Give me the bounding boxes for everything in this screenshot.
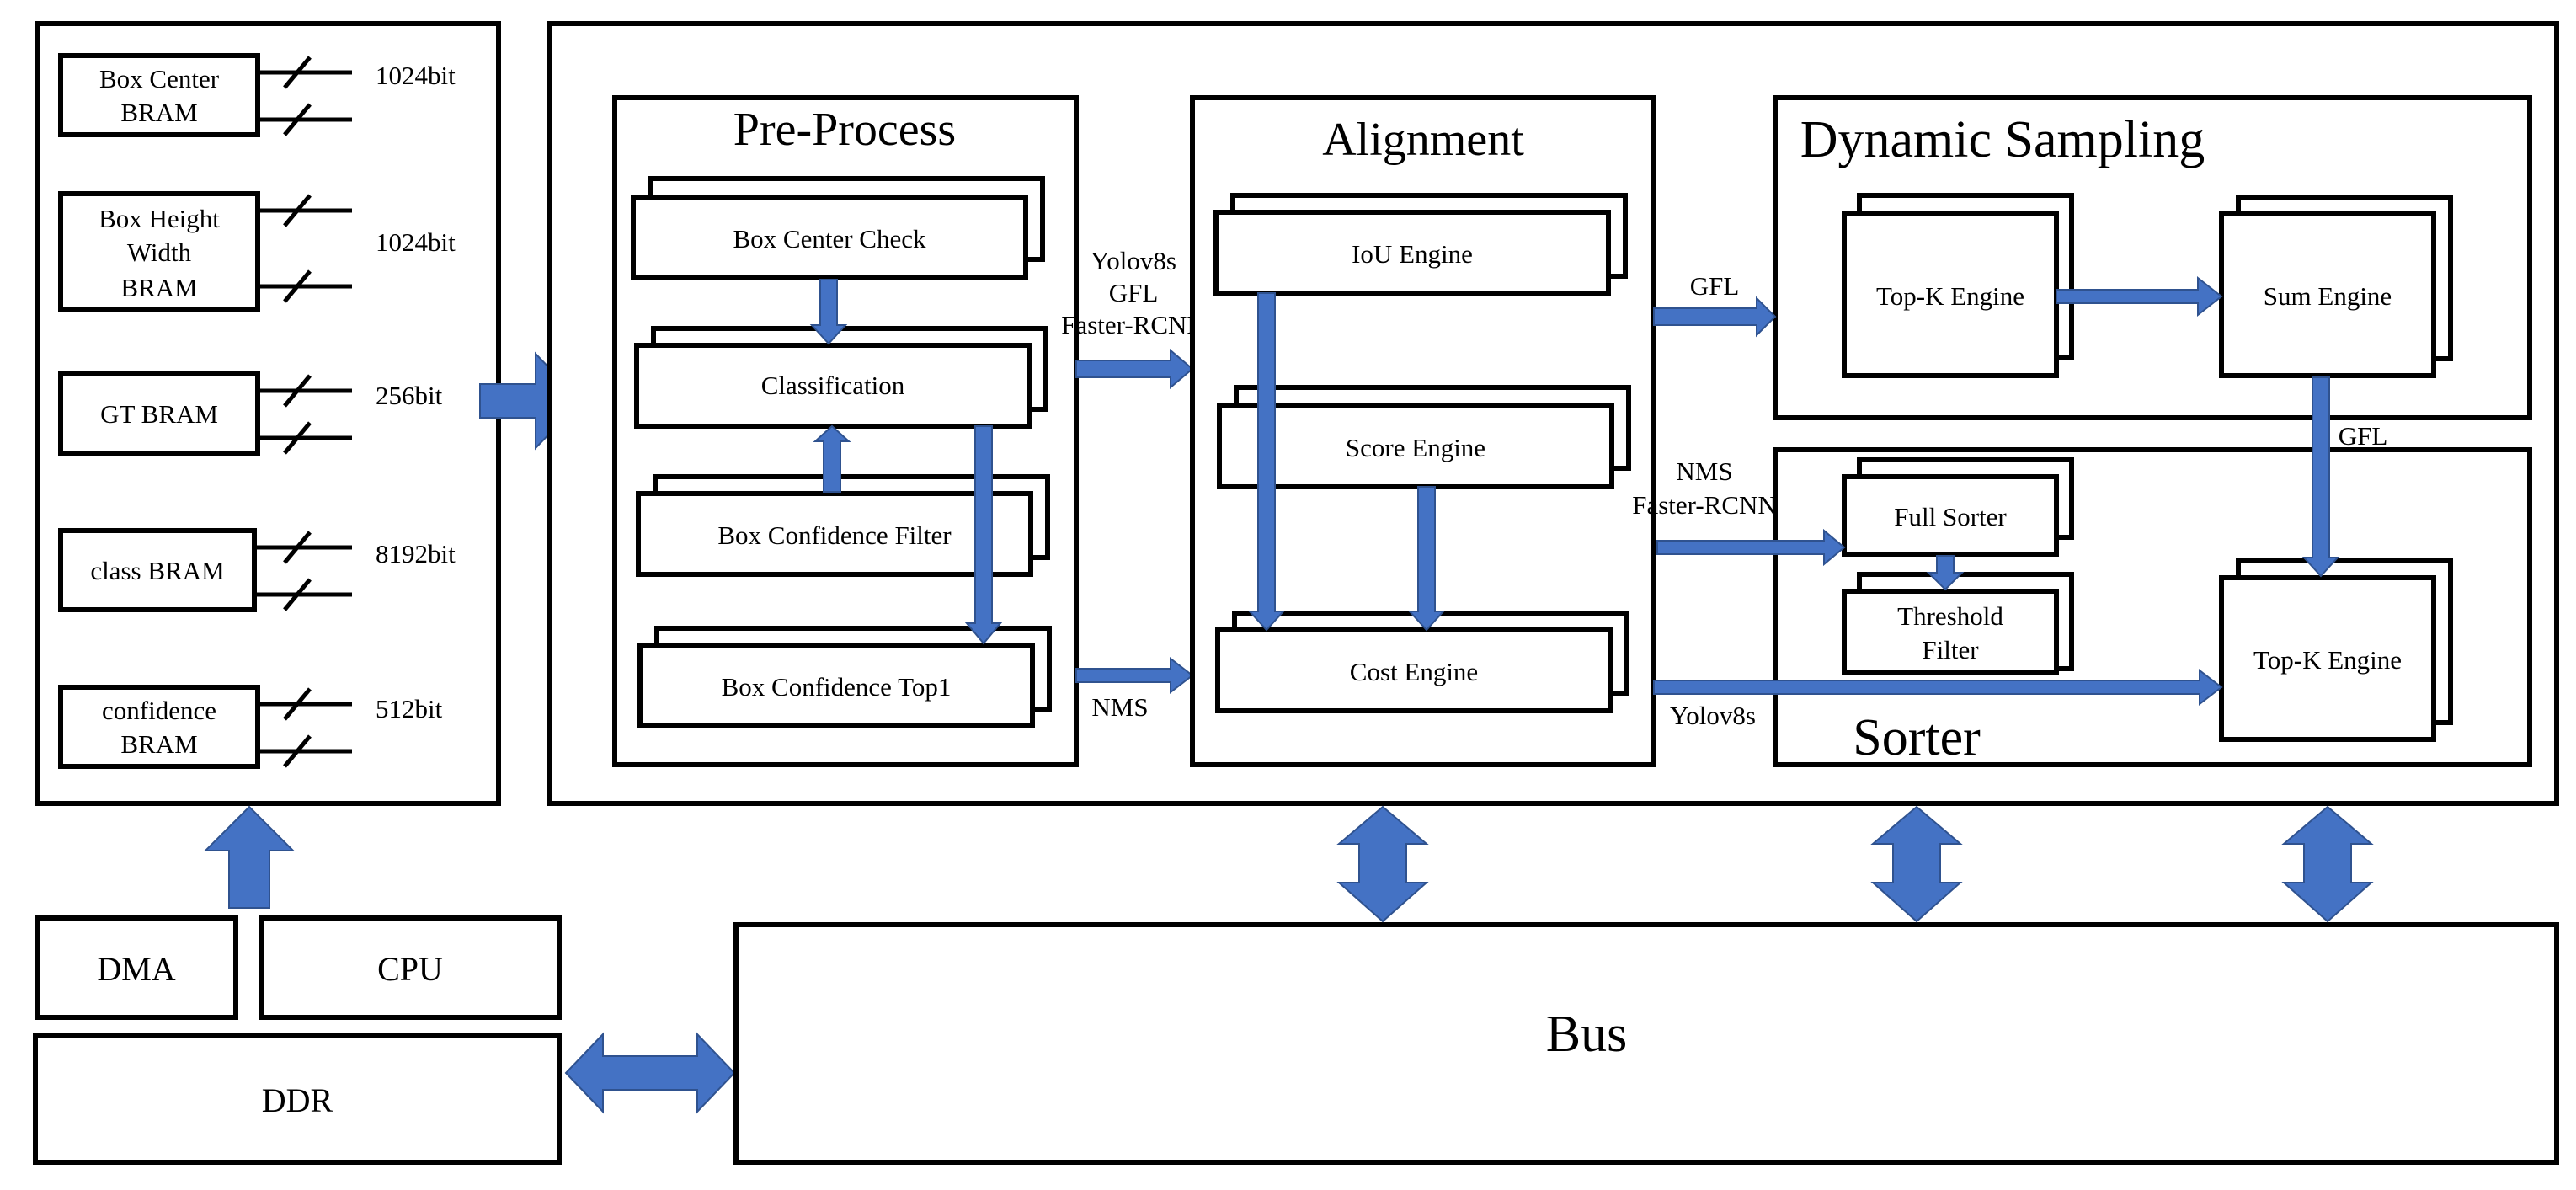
bram-box-center-label-2: BRAM bbox=[120, 98, 197, 127]
cpu-block bbox=[259, 915, 562, 1020]
classification-to-top1-arrow bbox=[964, 425, 1003, 645]
bus-width-slash bbox=[283, 687, 312, 721]
dyn-topk-engine-block bbox=[1842, 211, 2059, 378]
alignment-bus-double-arrow bbox=[1336, 805, 1429, 923]
bus-label: Bus bbox=[1546, 1006, 1627, 1063]
filter-to-classification-arrow bbox=[813, 424, 851, 493]
bus-width-slash bbox=[283, 56, 312, 89]
bram-gt: GT BRAM 256bit bbox=[58, 371, 443, 456]
align-to-sorter-label-1: NMS bbox=[1676, 456, 1732, 486]
bus-block bbox=[733, 922, 2559, 1165]
bram-confidence-block bbox=[58, 685, 260, 769]
bram-gt-width: 256bit bbox=[376, 381, 443, 410]
sorter-topk-engine-block bbox=[2219, 575, 2436, 742]
pre-to-align-lower-label: NMS bbox=[1091, 692, 1148, 722]
pre-to-align-upper-label-1: Yolov8s bbox=[1091, 246, 1176, 275]
bram-box-center: Box Center BRAM 1024bit bbox=[58, 53, 456, 137]
bus-width-slash bbox=[283, 531, 312, 564]
threshold-filter-label-2: Filter bbox=[1922, 635, 1979, 664]
sorter-bus-double-arrow bbox=[1870, 805, 1963, 923]
bus-width-slash bbox=[283, 734, 312, 768]
sorter-title: Sorter bbox=[1853, 709, 1981, 766]
ddr-label: DDR bbox=[262, 1081, 333, 1119]
iou-engine-label: IoU Engine bbox=[1352, 239, 1473, 269]
bram-class-label: class BRAM bbox=[90, 556, 224, 585]
full-sorter-block bbox=[1842, 474, 2059, 557]
bram-box-center-label-1: Box Center bbox=[99, 64, 220, 93]
sorter-topk-engine-label: Top-K Engine bbox=[2253, 645, 2402, 675]
bram-confidence-label-1: confidence bbox=[102, 696, 216, 725]
bram-box-height-width: Box Height Width BRAM 1024bit bbox=[58, 191, 456, 312]
bram-box-center-block bbox=[58, 53, 260, 137]
topk-to-sum-arrow bbox=[2056, 275, 2223, 318]
pre-to-align-upper-arrow bbox=[1075, 348, 1194, 390]
bram-box-height-width-width: 1024bit bbox=[376, 227, 456, 257]
iou-engine-block bbox=[1213, 210, 1611, 296]
full-sorter-label: Full Sorter bbox=[1894, 502, 2007, 531]
align-to-topk-label: Yolov8s bbox=[1670, 701, 1756, 730]
dma-to-bram-arrow bbox=[203, 805, 296, 909]
ddr-block bbox=[33, 1033, 562, 1165]
bus-width-slash bbox=[283, 578, 312, 611]
bus-width-slash bbox=[283, 103, 312, 136]
topk-bus-double-arrow bbox=[2281, 805, 2374, 923]
classification-label: Classification bbox=[761, 371, 905, 400]
bram-box-height-width-block bbox=[58, 191, 260, 312]
score-engine-label: Score Engine bbox=[1346, 433, 1485, 462]
bram-confidence-label-2: BRAM bbox=[120, 729, 197, 759]
bram-box-center-width: 1024bit bbox=[376, 61, 456, 90]
alignment-title: Alignment bbox=[1322, 114, 1524, 166]
bram-gt-label: GT BRAM bbox=[100, 399, 218, 429]
sum-engine-label: Sum Engine bbox=[2264, 281, 2392, 311]
box-center-check-block bbox=[631, 195, 1028, 280]
threshold-filter-block bbox=[1842, 589, 2059, 675]
bram-class-block bbox=[58, 528, 257, 612]
pre-to-align-upper-label-3: Faster-RCNN bbox=[1061, 310, 1206, 339]
iou-to-cost-arrow bbox=[1247, 292, 1286, 632]
full-sorter-to-threshold-arrow bbox=[1926, 555, 1965, 591]
box-confidence-top1-label: Box Confidence Top1 bbox=[722, 672, 952, 702]
box-center-check-label: Box Center Check bbox=[733, 224, 926, 253]
bram-confidence: confidence BRAM 512bit bbox=[58, 685, 443, 769]
sum-to-topk-arrow bbox=[2301, 376, 2340, 578]
pre-to-align-lower-arrow bbox=[1075, 656, 1194, 695]
bram-box-height-width-label-1: Box Height bbox=[99, 204, 220, 233]
ddr-bus-double-arrow bbox=[564, 1032, 736, 1114]
cpu-label: CPU bbox=[377, 950, 443, 988]
threshold-filter-label-1: Threshold bbox=[1897, 601, 2003, 631]
align-to-dyn-label: GFL bbox=[1690, 271, 1740, 301]
sum-to-topk-label: GFL bbox=[2339, 421, 2388, 451]
bus-width-slash bbox=[283, 269, 312, 303]
box-confidence-filter-block bbox=[636, 491, 1033, 577]
align-to-sorter-label-2: Faster-RCNN bbox=[1632, 490, 1777, 520]
box-confidence-filter-label: Box Confidence Filter bbox=[717, 520, 952, 550]
bram-gt-block bbox=[58, 371, 260, 456]
score-to-cost-arrow bbox=[1407, 486, 1446, 632]
sum-engine-block bbox=[2219, 211, 2436, 378]
bram-class-width: 8192bit bbox=[376, 539, 456, 568]
dma-label: DMA bbox=[97, 950, 175, 988]
bus-width-slash bbox=[283, 421, 312, 455]
align-to-dyn-arrow bbox=[1653, 296, 1777, 338]
bus-width-slash bbox=[283, 374, 312, 408]
align-to-full-sorter-arrow bbox=[1656, 528, 1846, 567]
bram-confidence-width: 512bit bbox=[376, 694, 443, 723]
box-confidence-top1-block bbox=[637, 643, 1035, 728]
check-to-classification-arrow bbox=[809, 279, 848, 345]
dyn-topk-engine-label: Top-K Engine bbox=[1876, 281, 2024, 311]
preprocess-title: Pre-Process bbox=[733, 104, 956, 156]
bus-width-slash bbox=[283, 194, 312, 227]
align-to-topk-arrow bbox=[1653, 668, 2223, 707]
pre-to-align-upper-label-2: GFL bbox=[1109, 278, 1159, 307]
bram-box-height-width-label-2: Width bbox=[127, 237, 192, 267]
score-engine-block bbox=[1217, 403, 1614, 489]
dynamic-sampling-title: Dynamic Sampling bbox=[1800, 111, 2205, 168]
cost-engine-label: Cost Engine bbox=[1350, 657, 1478, 686]
bram-class: class BRAM 8192bit bbox=[58, 528, 456, 612]
bram-box-height-width-label-3: BRAM bbox=[120, 273, 197, 302]
cost-engine-block bbox=[1215, 627, 1613, 713]
dma-block bbox=[35, 915, 238, 1020]
